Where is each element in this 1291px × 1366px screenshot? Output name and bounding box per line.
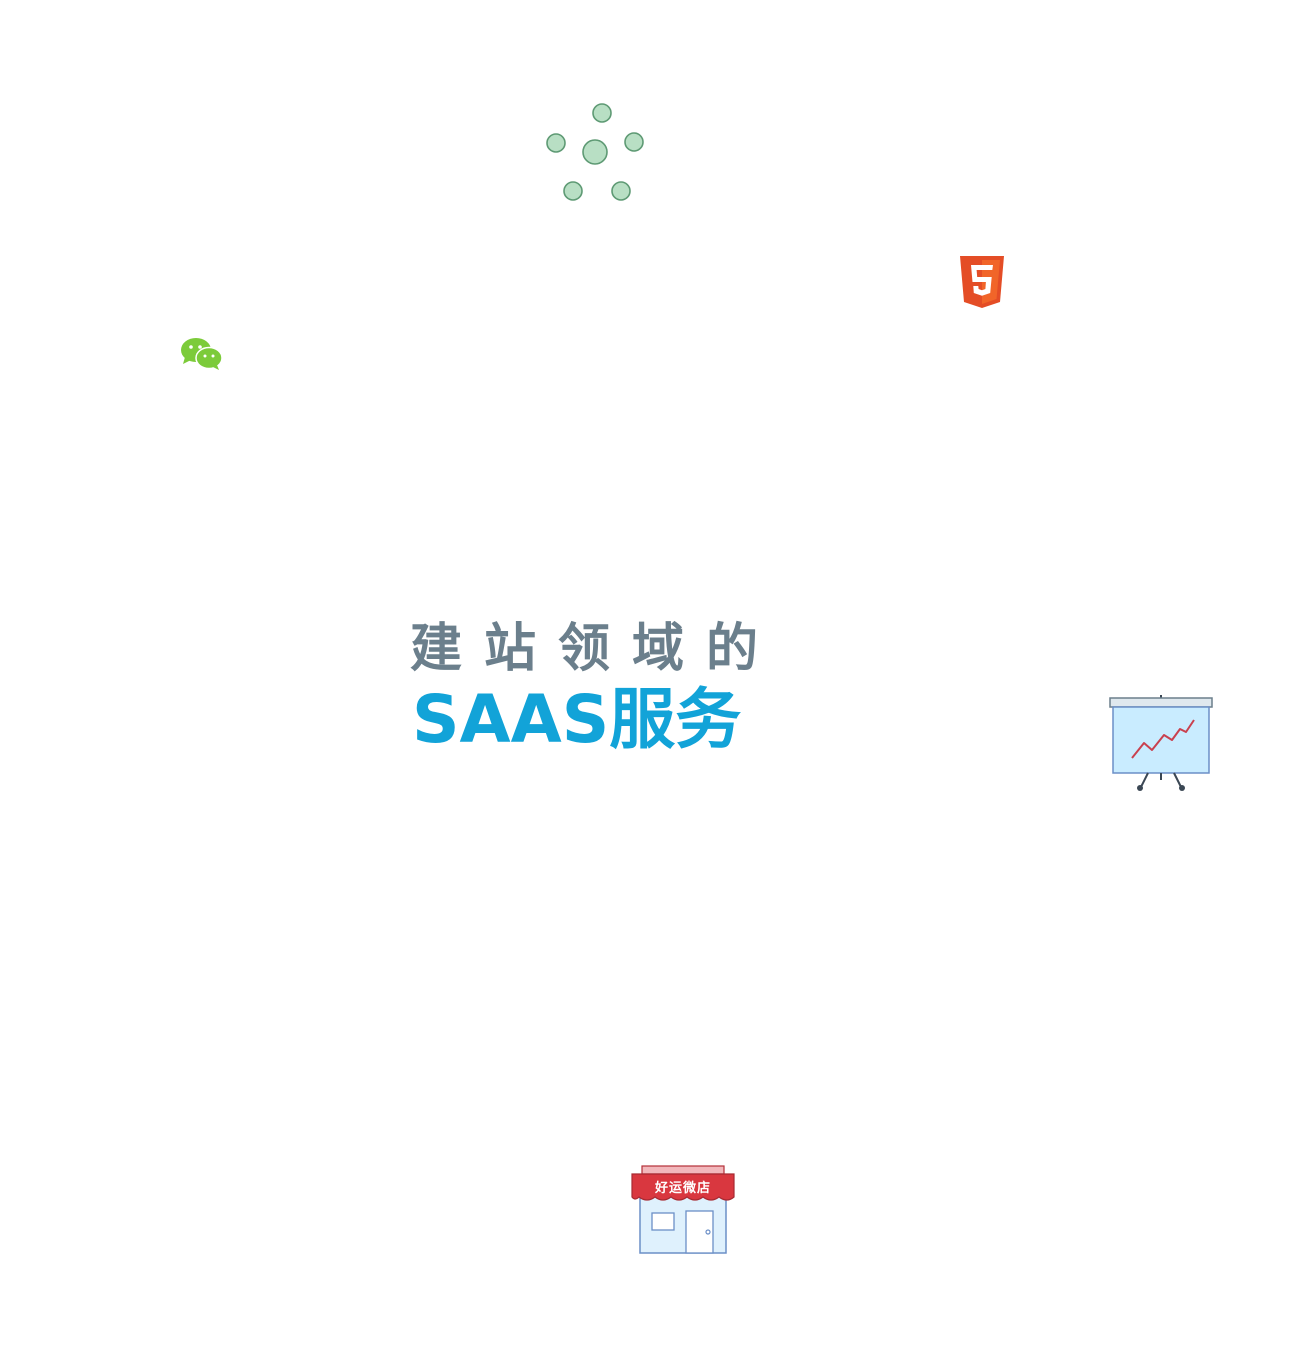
presentation-chart-icon (1109, 695, 1213, 791)
dots-cluster-icon (546, 103, 644, 201)
shop-sign-text: 好运微店 (654, 1181, 711, 1196)
headline-line-1: 建站领域的 (410, 619, 781, 679)
wechat-icon (181, 338, 223, 370)
shop-icon: 好运微店 (630, 1165, 736, 1257)
html5-icon (960, 256, 1004, 308)
headline-line-2: SAAS服务 (412, 681, 742, 758)
